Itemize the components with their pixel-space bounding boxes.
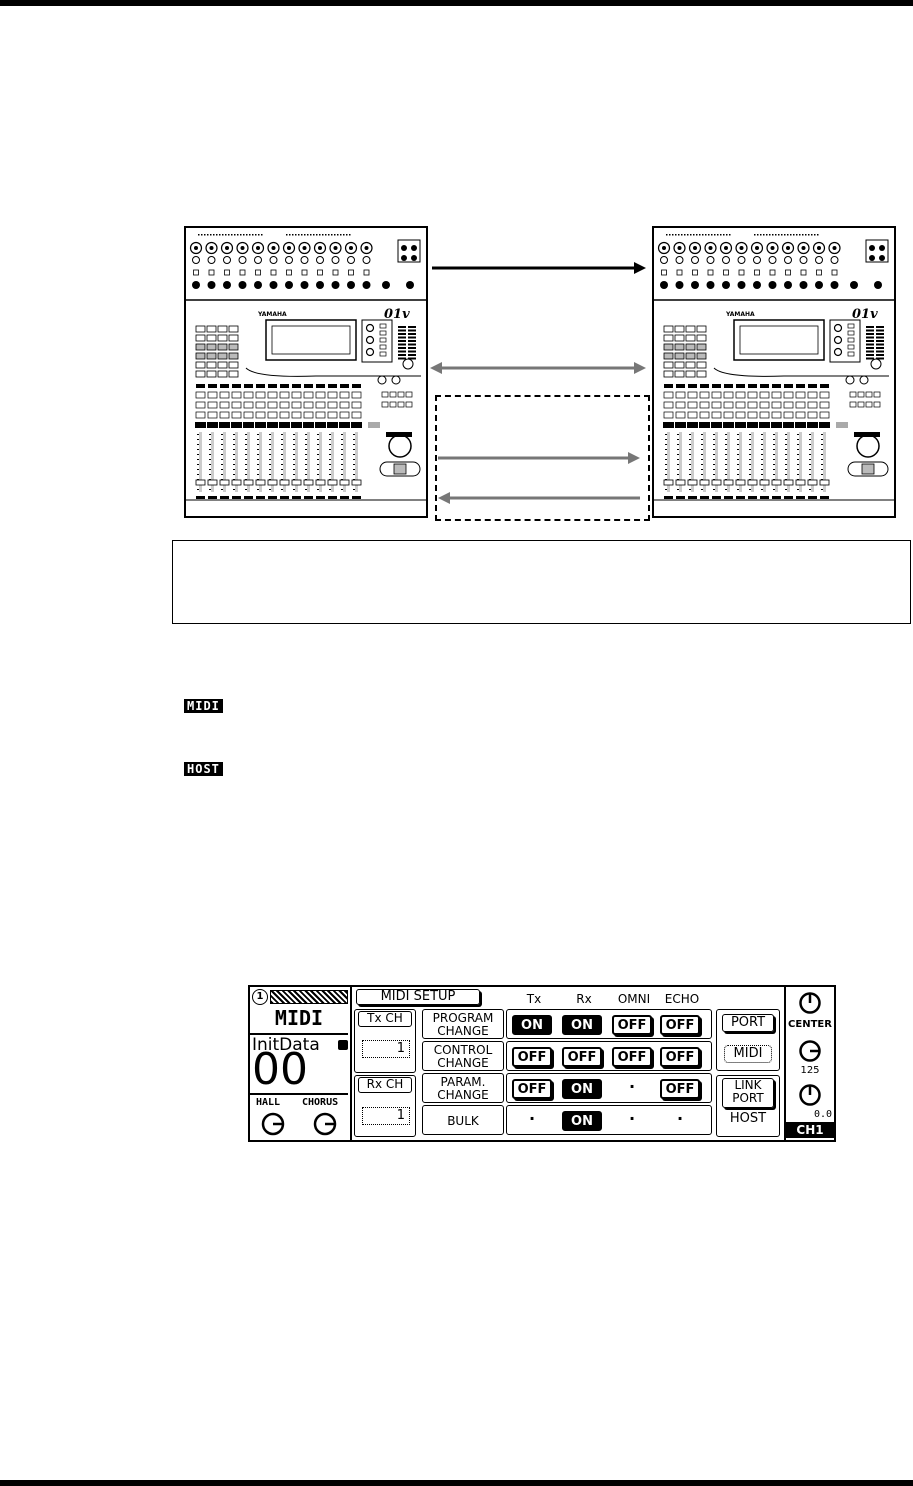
row-label-line2: CHANGE — [437, 1088, 489, 1102]
off-button[interactable]: OFF — [512, 1047, 552, 1067]
pan-label: CENTER — [788, 1019, 832, 1030]
off-button[interactable]: OFF — [660, 1047, 700, 1067]
off-button[interactable]: OFF — [612, 1047, 652, 1067]
arrow-right-black — [432, 262, 646, 274]
channel-badge: CH1 — [786, 1122, 834, 1138]
col-header-rx: Rx — [576, 992, 592, 1006]
scene-name: InitData — [252, 1035, 320, 1055]
top-rule — [0, 0, 913, 6]
on-button[interactable]: ON — [562, 1111, 602, 1131]
arrow-left-gray — [438, 492, 640, 504]
dashed-group — [435, 395, 650, 521]
not-applicable-dot: · — [676, 1109, 684, 1128]
arrow-right-gray — [438, 452, 640, 464]
scene-memory-panel: 1 MIDI InitData 00 HALL CHORUS — [250, 987, 352, 1140]
brand-label: YAMAHA — [725, 311, 755, 318]
model-label: 01v — [852, 307, 878, 322]
link-port-section — [716, 1075, 780, 1137]
divider — [250, 1093, 348, 1095]
tx-ch-label: Tx CH — [358, 1011, 412, 1027]
on-button[interactable]: ON — [562, 1079, 602, 1099]
scene-tabs — [270, 990, 348, 1004]
off-button[interactable]: OFF — [512, 1079, 552, 1099]
row-label-line1: CONTROL — [433, 1043, 493, 1057]
row-label-line1: PARAM. — [440, 1075, 486, 1089]
port-section — [716, 1009, 780, 1071]
divider — [250, 1033, 348, 1035]
row-label-line1: BULK — [447, 1114, 479, 1128]
not-applicable-dot: · — [628, 1109, 636, 1128]
model-label: 01v — [384, 307, 410, 322]
link-port-line1: LINK — [734, 1078, 762, 1092]
level-value: 125 — [800, 1065, 820, 1076]
connection-arrows — [430, 262, 646, 504]
port-button[interactable]: PORT — [722, 1014, 774, 1032]
on-button[interactable]: ON — [562, 1015, 602, 1035]
brand-label: YAMAHA — [257, 311, 287, 318]
screen-title: MIDI SETUP — [356, 989, 480, 1005]
link-port-button[interactable]: LINK PORT — [722, 1078, 774, 1108]
hall-label: HALL — [256, 1097, 281, 1108]
arrow-bidirectional — [430, 362, 646, 374]
host-badge: HOST — [184, 762, 223, 776]
hall-knob-icon — [261, 1112, 285, 1136]
on-button[interactable]: ON — [512, 1015, 552, 1035]
port-label: MIDI — [274, 1006, 324, 1030]
lcd-midi-setup: 1 MIDI InitData 00 HALL CHORUS MIDI SETU… — [248, 985, 836, 1142]
link-port-value: HOST — [729, 1111, 767, 1126]
scene-number-box: 1 — [252, 989, 268, 1005]
row-label-2: PARAM.CHANGE — [422, 1073, 504, 1103]
tx-ch-section — [354, 1009, 416, 1073]
chorus-label: CHORUS — [302, 1097, 339, 1108]
tx-ch-value[interactable]: 1 — [362, 1040, 410, 1058]
midi-badge: MIDI — [184, 699, 223, 713]
mixer-left-drawing: YAMAHA 01v — [186, 234, 426, 501]
col-header-tx: Tx — [526, 992, 542, 1006]
pan-knob-icon — [799, 992, 821, 1014]
fader-knob-icon — [799, 1084, 821, 1106]
rx-ch-label: Rx CH — [358, 1077, 412, 1093]
scene-value: 00 — [252, 1044, 308, 1095]
off-button[interactable]: OFF — [562, 1047, 602, 1067]
row-label-line2: CHANGE — [437, 1024, 489, 1038]
note-box — [172, 540, 911, 624]
mixer-right-drawing: YAMAHA 01v — [654, 234, 894, 501]
col-header-omni: OMNI — [617, 992, 651, 1006]
row-values-frame-3 — [506, 1105, 712, 1135]
row-label-line2: CHANGE — [437, 1056, 489, 1070]
chorus-knob-icon — [313, 1112, 337, 1136]
channel-strip-panel — [784, 987, 836, 1140]
row-label-line1: PROGRAM — [432, 1011, 494, 1025]
col-header-echo: ECHO — [664, 992, 700, 1006]
mixer-right: YAMAHA 01v — [652, 226, 896, 518]
port-value[interactable]: MIDI — [724, 1045, 772, 1063]
level-knob-icon — [799, 1040, 821, 1062]
row-values-frame-1 — [506, 1041, 712, 1071]
row-values-frame-0 — [506, 1009, 712, 1039]
off-button[interactable]: OFF — [660, 1079, 700, 1099]
off-button[interactable]: OFF — [660, 1015, 700, 1035]
not-applicable-dot: · — [528, 1109, 536, 1128]
lock-icon — [338, 1040, 348, 1050]
link-port-line2: PORT — [732, 1091, 764, 1105]
row-label-3: BULK — [422, 1105, 504, 1135]
bottom-rule — [0, 1480, 913, 1486]
off-button[interactable]: OFF — [612, 1015, 652, 1035]
row-values-frame-2 — [506, 1073, 712, 1103]
rx-ch-section — [354, 1075, 416, 1137]
fader-value: 0.0 — [813, 1109, 832, 1120]
rx-ch-value[interactable]: 1 — [362, 1107, 410, 1125]
mixer-left: YAMAHA 01v — [184, 226, 428, 518]
not-applicable-dot: · — [628, 1077, 636, 1096]
